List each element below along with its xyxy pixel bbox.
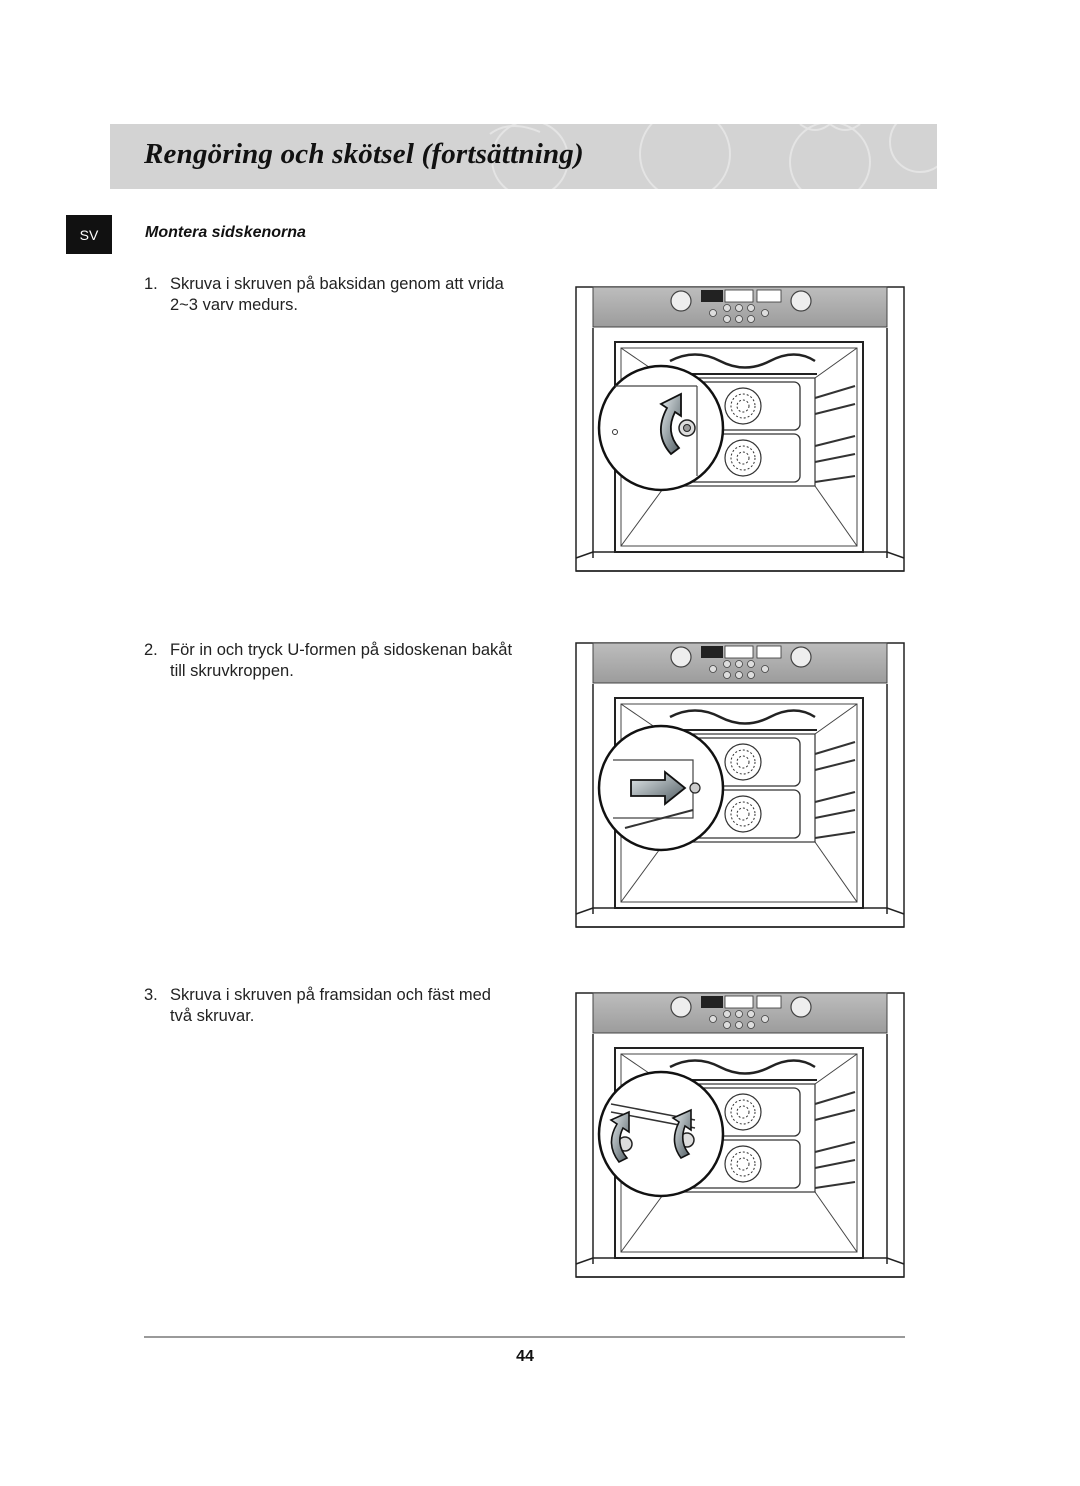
push-right-arrow-icon (630, 770, 687, 806)
step-3: 3. Skruva i skruven på framsidan och fäs… (144, 985, 514, 1027)
rotate-right-screw-arrow-icon (671, 1108, 692, 1160)
oven-illustration-rear-screw (575, 286, 905, 573)
zoom-callout (597, 1070, 725, 1198)
step-text: Skruva i skruven på baksidan genom att v… (170, 275, 504, 314)
page-title: Rengöring och skötsel (fortsättning) (144, 138, 584, 170)
step-number: 1. (144, 275, 158, 293)
step-number: 2. (144, 641, 158, 659)
step-2: 2. För in och tryck U-formen på sidosken… (144, 640, 514, 682)
vegetable-watermark-graphic (489, 124, 937, 189)
step-number: 3. (144, 986, 158, 1004)
oven-illustration-front-screws (575, 992, 905, 1279)
oven-illustration-u-shape (575, 642, 905, 929)
step-1: 1. Skruva i skruven på baksidan genom at… (144, 274, 514, 316)
page-number: 44 (516, 1348, 534, 1365)
step-text: För in och tryck U-formen på sidoskenan … (170, 641, 513, 680)
rotate-left-screw-arrow-icon (609, 1110, 630, 1164)
step-text: Skruva i skruven på framsidan och fäst m… (170, 986, 491, 1025)
page-header-banner: Rengöring och skötsel (fortsättning) (110, 124, 937, 189)
section-heading: Montera sidskenorna (145, 224, 306, 241)
rotate-clockwise-arrow-icon (659, 392, 682, 456)
footer-divider (144, 1336, 905, 1338)
language-tab: SV (66, 215, 112, 254)
